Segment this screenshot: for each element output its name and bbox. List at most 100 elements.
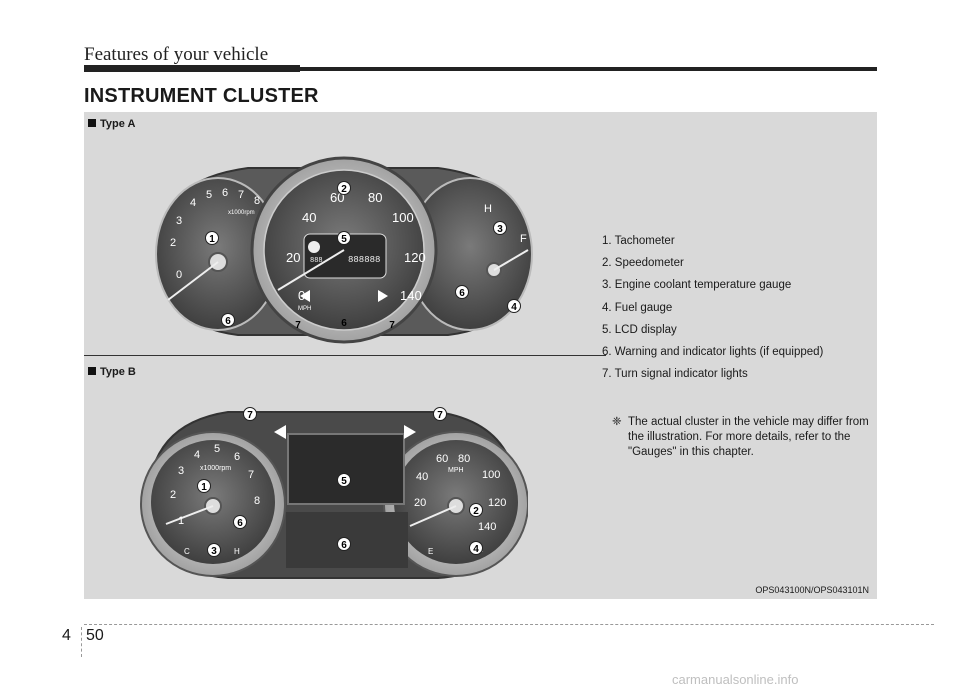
tach-b-tick-5: 5 [214,443,220,455]
temp-b-mark-h: H [234,547,240,556]
legend-list: 1. Tachometer 2. Speedometer 3. Engine c… [602,230,823,385]
speed-b-tick-120: 120 [488,497,506,509]
tach-tick-3: 3 [176,215,182,227]
speed-b-unit: MPH [448,467,464,474]
speed-b-tick-140: 140 [478,521,496,533]
callout-6c: 6 [341,318,347,329]
tach-unit: x1000rpm [228,210,255,216]
legend-item: 2. Speedometer [602,257,684,270]
callout-7a: 7 [295,320,301,331]
callout-4: 4 [511,302,517,313]
section-title: Features of your vehicle [84,44,269,65]
lcd-icon [308,241,320,253]
lcd-display-b [287,433,405,505]
tach-b-tick-6: 6 [234,451,240,463]
tach-b-tick-8: 8 [254,495,260,507]
speed-needle-b [409,505,457,527]
callout-6b: 6 [459,288,465,299]
footer-rule [84,624,934,625]
tach-needle-b [165,505,214,525]
turn-right-arrow-icon [404,425,416,439]
legend-item: 7. Turn signal indicator lights [602,368,748,381]
callout-b-1: 1 [201,482,207,493]
fuel-needle [493,249,529,271]
bullet-square-icon [88,367,96,375]
callout-6a: 6 [225,316,231,327]
callout-3: 3 [497,224,503,235]
speed-tick-20: 20 [286,250,300,265]
page-number: 50 [86,627,104,644]
tach-b-tick-3: 3 [178,465,184,477]
type-b-text: Type B [100,366,136,378]
turn-left-arrow-icon [274,425,286,439]
tach-tick-0: 0 [176,269,182,281]
type-a-label: Type A [88,118,135,130]
tach-tick-4: 4 [190,197,196,209]
callout-b-2: 2 [473,506,479,517]
speed-tick-40: 40 [302,210,316,225]
callout-1: 1 [209,234,215,245]
fuel-mark-f: F [520,233,527,245]
lcd-trip: 888 [310,257,323,265]
tach-tick-2: 2 [170,237,176,249]
turn-left-arrow-icon [300,290,310,302]
callout-2: 2 [341,184,347,195]
legend-item: 3. Engine coolant temperature gauge [602,279,792,292]
tach-needle [167,261,219,301]
callout-7b: 7 [389,320,395,331]
callout-b-6a: 6 [237,518,243,529]
page-section: 4 [62,627,71,644]
speed-b-tick-40: 40 [416,471,428,483]
temp-mark-h: H [484,203,492,215]
legend-item: 5. LCD display [602,323,677,336]
turn-right-arrow-icon [378,290,388,302]
header-rule [84,67,877,71]
cluster-a-illustration: 888888 888 0 2 3 4 5 6 7 8 x1000rpm 0 20… [155,156,533,344]
speed-needle [277,249,345,291]
legend-item: 1. Tachometer [602,235,675,247]
tach-b-tick-7: 7 [248,469,254,481]
lcd-odometer: 888888 [348,255,380,265]
tach-b-tick-2: 2 [170,489,176,501]
speed-unit: MPH [298,306,311,312]
figure-panel: Type A 888888 888 0 2 [84,112,877,599]
speed-tick-100: 100 [392,210,414,225]
legend-item: 6. Warning and indicator lights (if equi… [602,346,824,359]
callout-5: 5 [341,234,347,245]
cluster-b-illustration: 1 2 3 4 5 6 7 8 x1000rpm 20 40 60 80 100… [140,407,528,579]
speed-b-tick-100: 100 [482,469,500,481]
speed-tick-120: 120 [404,250,426,265]
tach-tick-8: 8 [254,195,260,207]
watermark: carmanualsonline.info [672,672,799,687]
note-text: The actual cluster in the vehicle may di… [628,416,869,458]
callout-b-7b: 7 [437,410,443,421]
callout-b-5: 5 [341,476,347,487]
tach-b-unit: x1000rpm [200,465,231,472]
speed-tick-140: 140 [400,288,422,303]
tach-b-tick-1: 1 [178,515,184,527]
note-symbol-icon: ❈ [612,416,622,428]
fuel-b-mark-e: E [428,547,433,556]
callout-b-6b: 6 [341,540,347,551]
tach-tick-7: 7 [238,189,244,201]
figure-divider [84,355,606,356]
tach-tick-5: 5 [206,189,212,201]
tach-b-tick-4: 4 [194,449,200,461]
page-heading: INSTRUMENT CLUSTER [84,85,319,107]
callout-b-4: 4 [473,544,479,555]
note: ❈ The actual cluster in the vehicle may … [612,415,877,460]
speed-b-tick-80: 80 [458,453,470,465]
callout-b-7a: 7 [247,410,253,421]
type-a-text: Type A [100,118,136,130]
tach-tick-6: 6 [222,187,228,199]
legend-item: 4. Fuel gauge [602,301,673,314]
figure-code: OPS043100N/OPS043101N [755,585,869,595]
speed-b-tick-60: 60 [436,453,448,465]
speed-b-tick-20: 20 [414,497,426,509]
callout-b-3: 3 [211,546,217,557]
type-b-label: Type B [88,366,136,378]
bullet-square-icon [88,119,96,127]
temp-b-mark-c: C [184,547,190,556]
speed-tick-80: 80 [368,190,382,205]
page-separator [81,627,82,657]
